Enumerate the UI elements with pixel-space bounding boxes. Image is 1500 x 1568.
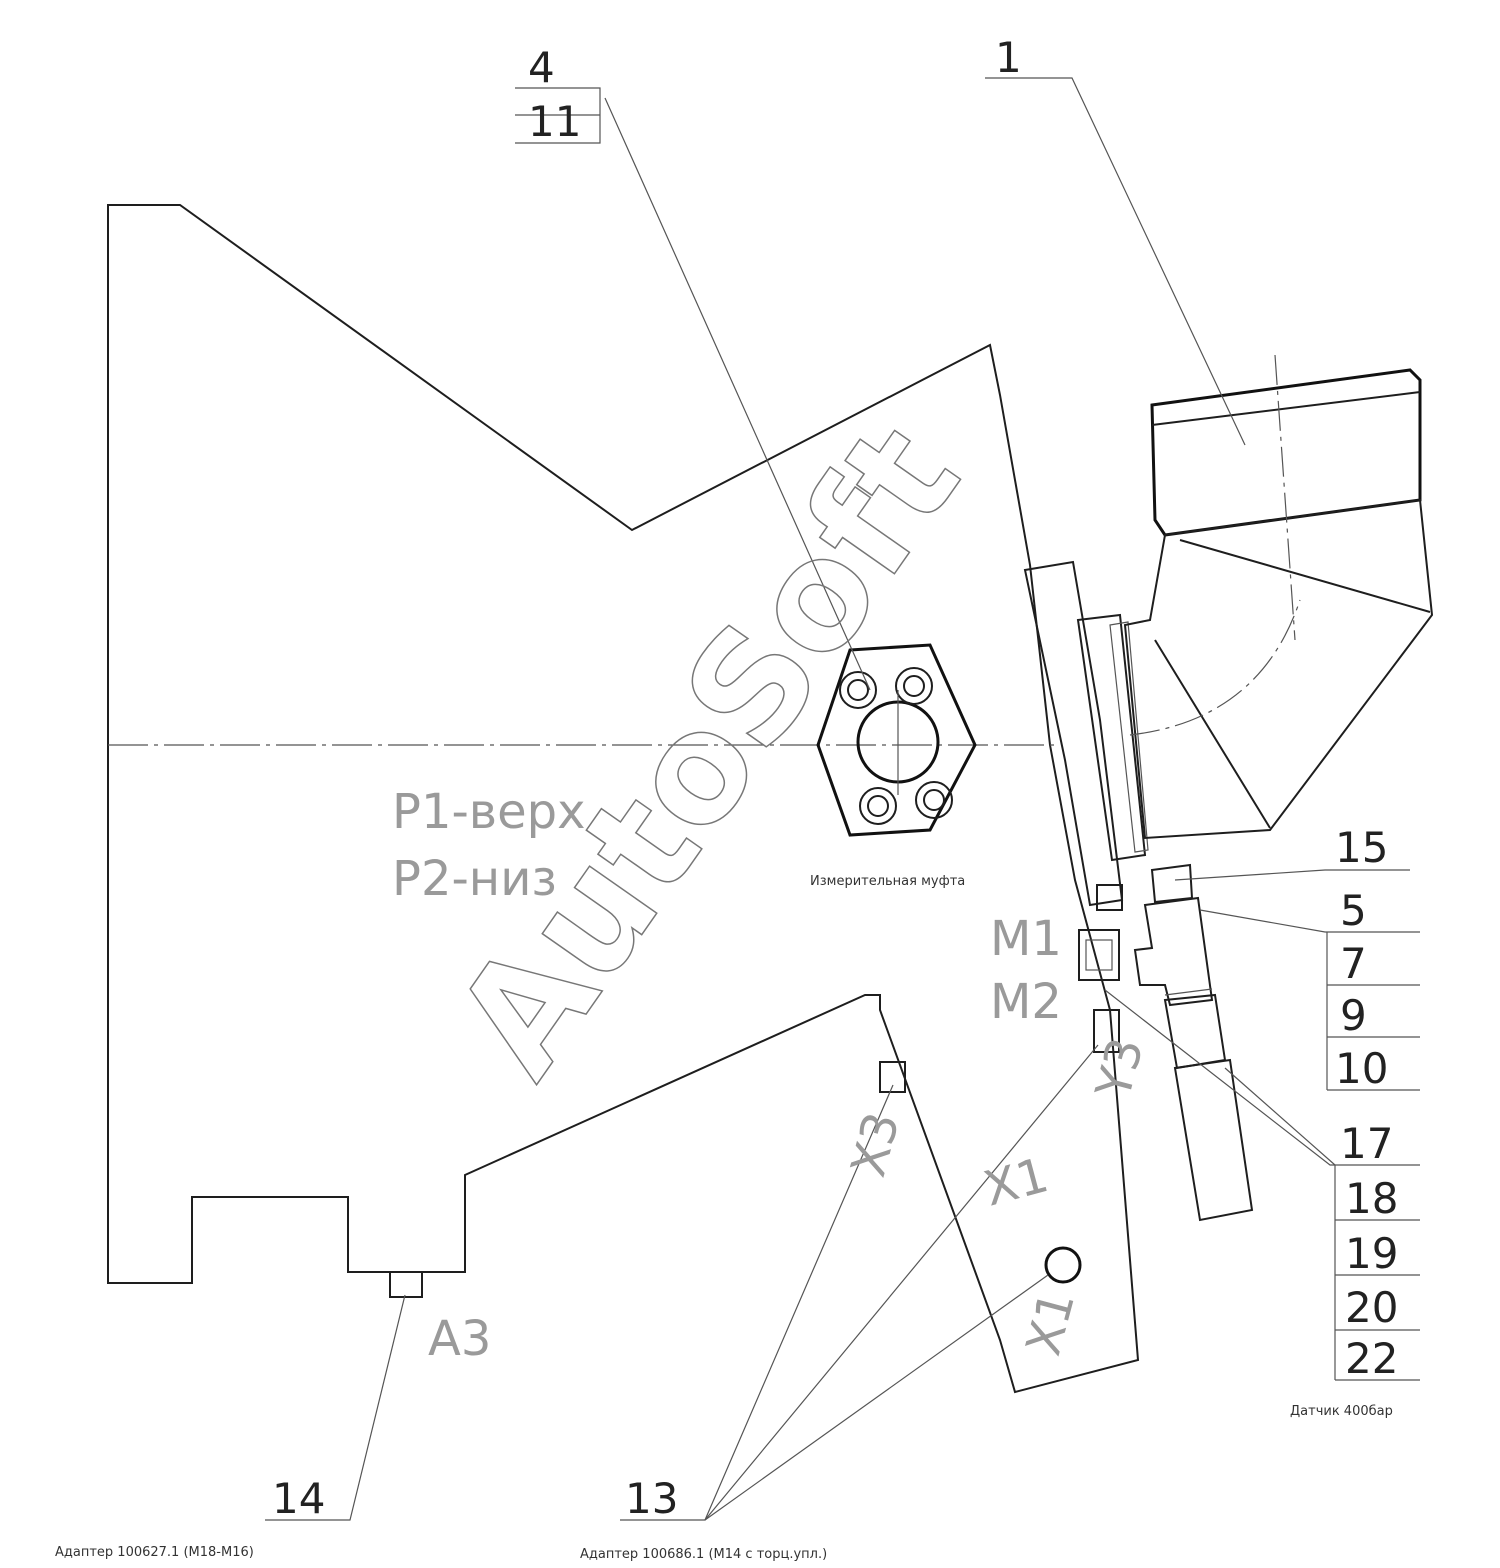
- motor-axis: [1274, 354, 1296, 641]
- motor-elbow: [1123, 498, 1434, 840]
- motor-housing-edge: [1151, 391, 1421, 426]
- callout-10: 10: [1335, 1044, 1388, 1093]
- callout-19: 19: [1345, 1229, 1398, 1278]
- callout-17: 17: [1340, 1119, 1393, 1168]
- leader-lines: [265, 77, 1420, 1521]
- port-m2-fitting: [1093, 1009, 1120, 1053]
- callout-13: 13: [625, 1474, 678, 1523]
- valve-body: [1076, 613, 1147, 862]
- label-x1-top: X1: [978, 1147, 1054, 1218]
- port-m1-fitting: [1078, 929, 1120, 981]
- watermark: AutoSoft: [423, 395, 993, 1106]
- label-p2: P2-низ: [392, 851, 557, 907]
- callout-18: 18: [1345, 1174, 1398, 1223]
- elbow-seam-2: [1154, 639, 1271, 829]
- callout-7: 7: [1340, 939, 1367, 988]
- valve-body-inner: [1109, 621, 1149, 853]
- top-fitting: [1096, 884, 1123, 911]
- port-x3-fitting: [879, 1061, 906, 1093]
- port-m1-fitting-inner: [1085, 939, 1113, 971]
- label-x1-bottom: X1: [1016, 1285, 1087, 1361]
- mounting-plate: [1023, 560, 1124, 907]
- callout-1: 1: [995, 33, 1022, 82]
- label-m2: M2: [990, 974, 1062, 1030]
- note-sensor: Датчик 400бар: [1290, 1404, 1393, 1419]
- callout-14: 14: [272, 1474, 325, 1523]
- label-y3: Y3: [1085, 1032, 1155, 1105]
- callout-20: 20: [1345, 1283, 1398, 1332]
- callout-5: 5: [1340, 886, 1367, 935]
- note-coupling: Измерительная муфта: [810, 874, 965, 889]
- elbow-seam: [1179, 539, 1431, 613]
- port-x1-plug: [1044, 1246, 1082, 1284]
- flange: [816, 643, 977, 837]
- callout-4: 4: [528, 43, 555, 92]
- sensor-assembly: [1133, 863, 1254, 1222]
- callout-11: 11: [528, 97, 581, 146]
- housing-outline: [107, 204, 1140, 1394]
- label-a3: A3: [428, 1311, 491, 1367]
- note-adapter-13: Адаптер 100686.1 (M14 с торц.упл.): [580, 1547, 827, 1562]
- elbow-arc: [1129, 599, 1301, 736]
- label-p1: P1-верх: [392, 784, 586, 840]
- label-x3: X3: [840, 1107, 911, 1183]
- note-adapter-14: Адаптер 100627.1 (M18-M16): [55, 1545, 254, 1560]
- callout-15: 15: [1335, 823, 1388, 872]
- port-a3-fitting: [389, 1271, 423, 1298]
- callout-9: 9: [1340, 991, 1367, 1040]
- callout-22: 22: [1345, 1334, 1398, 1383]
- label-m1: M1: [990, 911, 1062, 967]
